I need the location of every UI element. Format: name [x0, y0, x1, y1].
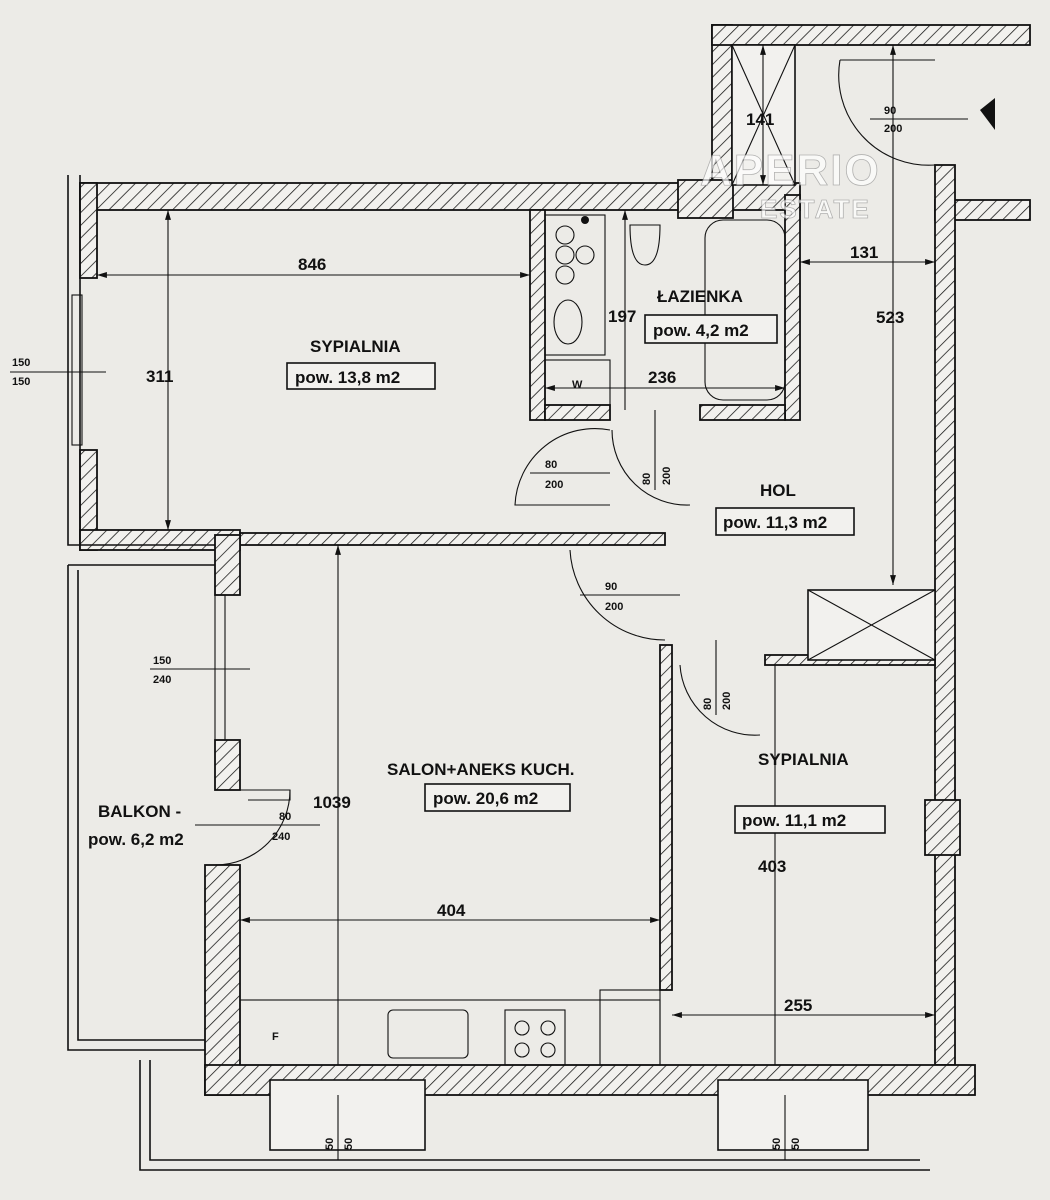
walls [79, 24, 1031, 1096]
svg-text:90: 90 [884, 105, 896, 117]
svg-text:240: 240 [272, 831, 290, 843]
room-area: pow. 6,2 m2 [88, 830, 184, 849]
entry-arrow-icon [980, 98, 995, 130]
svg-text:50: 50 [324, 1138, 336, 1150]
dim-523: 523 [876, 308, 904, 327]
svg-text:200: 200 [884, 123, 902, 135]
room-name: SYPIALNIA [758, 750, 849, 769]
entry-door-label: 90 200 [870, 105, 968, 135]
svg-text:150: 150 [153, 655, 171, 667]
dim-131: 131 [850, 243, 878, 262]
room-name: SYPIALNIA [310, 337, 401, 356]
room-area: pow. 11,1 m2 [742, 811, 846, 830]
window-living-label: 150 240 [150, 655, 250, 686]
room-name: BALKON - [98, 802, 181, 821]
bedroom2-door-label: 80 200 [702, 640, 733, 715]
svg-text:200: 200 [545, 479, 563, 491]
room-area: pow. 13,8 m2 [295, 368, 400, 387]
fixtures: W F [239, 214, 786, 1066]
dimension-lines [97, 45, 935, 1065]
room-label-bedroom1: SYPIALNIA pow. 13,8 m2 [286, 337, 436, 390]
room-name: SALON+ANEKS KUCH. [387, 760, 575, 779]
dim-255: 255 [784, 996, 812, 1015]
watermark: APERIO ESTATE [700, 146, 881, 225]
dim-141: 141 [746, 110, 774, 129]
room-label-bathroom: ŁAZIENKA pow. 4,2 m2 [644, 287, 778, 344]
fridge-label: F [272, 1031, 279, 1043]
svg-text:240: 240 [153, 674, 171, 686]
room-label-balcony: BALKON - pow. 6,2 m2 [88, 802, 184, 849]
dim-404: 404 [437, 901, 466, 920]
room-name: ŁAZIENKA [657, 287, 743, 306]
watermark-brand: APERIO [700, 146, 881, 195]
washer-label: W [572, 379, 583, 391]
svg-text:80: 80 [545, 459, 557, 471]
room-area: pow. 20,6 m2 [433, 789, 538, 808]
svg-text:200: 200 [661, 467, 673, 485]
svg-text:50: 50 [771, 1138, 783, 1150]
svg-text:50: 50 [790, 1138, 802, 1150]
dim-311: 311 [146, 367, 173, 386]
bedroom1-door-label: 80 200 [530, 459, 610, 491]
dim-236: 236 [648, 368, 676, 387]
room-label-bedroom2: SYPIALNIA pow. 11,1 m2 [734, 750, 886, 834]
dimension-values: 846 311 197 236 131 523 141 1039 404 403… [146, 110, 904, 1015]
window-bedroom1-label: 150 150 [10, 357, 106, 388]
svg-text:200: 200 [721, 692, 733, 710]
dim-1039: 1039 [313, 793, 351, 812]
room-area: pow. 4,2 m2 [653, 321, 749, 340]
svg-text:90: 90 [605, 581, 617, 593]
balcony-outline [67, 175, 930, 1171]
watermark-sub: ESTATE [760, 194, 871, 224]
bathroom-door-label: 80 200 [641, 410, 673, 490]
svg-text:150: 150 [12, 357, 30, 369]
doors [214, 59, 995, 866]
balcony-door-label: 80 240 [195, 811, 320, 843]
svg-text:200: 200 [605, 601, 623, 613]
svg-text:50: 50 [343, 1138, 355, 1150]
dim-846: 846 [298, 255, 326, 274]
svg-text:80: 80 [702, 698, 714, 710]
svg-text:80: 80 [641, 473, 653, 485]
room-label-living: SALON+ANEKS KUCH. pow. 20,6 m2 [387, 760, 575, 812]
opening-labels: 90 200 150 150 150 240 80 240 80 200 80 200 90… [10, 105, 968, 1160]
room-label-hall: HOL pow. 11,3 m2 [715, 481, 855, 536]
sill-left-label: 50 50 [324, 1095, 355, 1160]
room-name: HOL [760, 481, 796, 500]
svg-text:80: 80 [279, 811, 291, 823]
dim-197: 197 [608, 307, 636, 326]
svg-text:150: 150 [12, 376, 30, 388]
living-door-label: 90 200 [580, 581, 680, 613]
room-area: pow. 11,3 m2 [723, 513, 827, 532]
sill-right-label: 50 50 [771, 1095, 802, 1160]
dim-403: 403 [758, 857, 786, 876]
